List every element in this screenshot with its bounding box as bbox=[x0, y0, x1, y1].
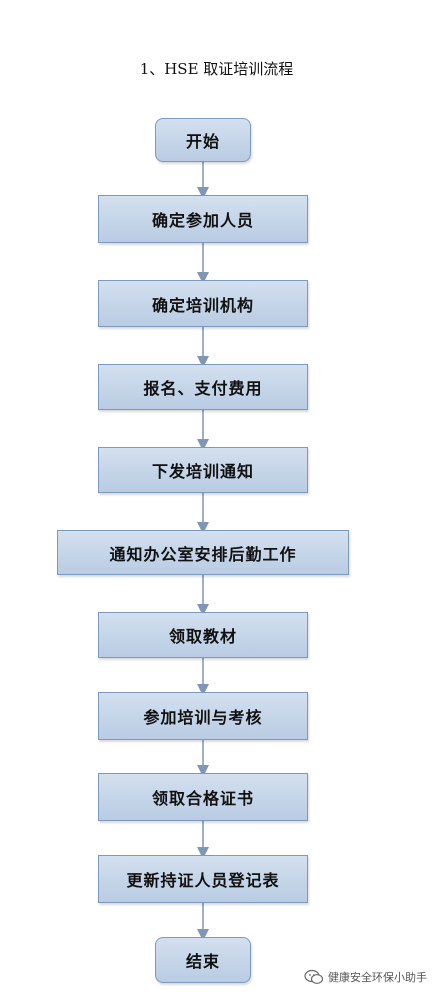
step-training-exam: 参加培训与考核 bbox=[98, 692, 308, 740]
watermark: 健康安全环保小助手 bbox=[304, 969, 427, 985]
wechat-icon bbox=[304, 969, 324, 985]
page-title: 1、HSE 取证培训流程 bbox=[139, 60, 294, 78]
step-register-pay: 报名、支付费用 bbox=[98, 364, 308, 410]
watermark-text: 健康安全环保小助手 bbox=[328, 971, 427, 984]
step-get-certificate: 领取合格证书 bbox=[98, 773, 308, 821]
step-determine-institution: 确定培训机构 bbox=[98, 280, 308, 327]
step-get-materials: 领取教材 bbox=[98, 612, 308, 658]
step-update-register: 更新持证人员登记表 bbox=[98, 855, 308, 903]
step-determine-participants: 确定参加人员 bbox=[98, 195, 308, 243]
step-notify-office: 通知办公室安排后勤工作 bbox=[57, 530, 349, 575]
step-start: 开始 bbox=[155, 118, 251, 162]
step-end: 结束 bbox=[155, 937, 251, 983]
step-issue-notice: 下发培训通知 bbox=[98, 447, 308, 493]
